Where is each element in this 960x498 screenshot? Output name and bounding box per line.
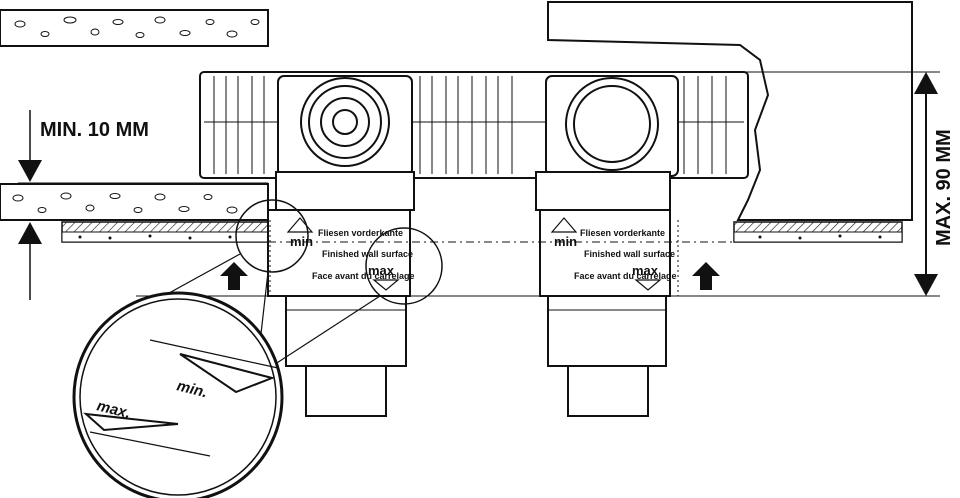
valve-left-text-de: Fliesen vorderkante [318,228,403,238]
valve-left-max-mark: max [368,263,395,278]
magnify-circle-max [365,227,443,305]
valve-right-max-mark: max [632,263,659,278]
up-arrow-right [692,262,720,290]
tile-layer-right [733,221,903,243]
valve-right-min-mark: min [554,234,577,249]
valve-body-left [267,75,415,417]
max-dimension: MAX. 90 MM [914,72,955,296]
wall-block-right [547,1,913,221]
valve-right-text-fr: Face avant du carrelage [574,271,677,281]
valve-right-text-en: Finished wall surface [584,249,675,259]
wall-slab-left [0,183,269,243]
detail-min-mark: min. [175,377,209,401]
detail-magnified-view: min. max. [72,291,284,498]
wall-slab-top-left [0,9,269,47]
max-triangle-icon [372,279,400,291]
reference-lines [18,71,940,297]
valve-right-text-de: Fliesen vorderkante [580,228,665,238]
valve-left-min-mark: min [290,234,313,249]
magnify-circle-min [235,199,309,273]
detail-min-triangle-icon [179,353,276,394]
max-dimension-label: MAX. 90 MM [933,129,955,246]
min-triangle-icon [550,217,578,233]
min-dimension-label: MIN. 10 MM [40,119,149,141]
detail-max-triangle-icon [82,412,179,432]
min-dimension: MIN. 10 MM [18,110,149,300]
max-triangle-icon [634,279,662,291]
valve-left-text-fr: Face avant du carrelage [312,271,415,281]
valve-right-labels: min Fliesen vorderkante Finished wall su… [550,217,677,291]
up-arrow-left [220,262,248,290]
